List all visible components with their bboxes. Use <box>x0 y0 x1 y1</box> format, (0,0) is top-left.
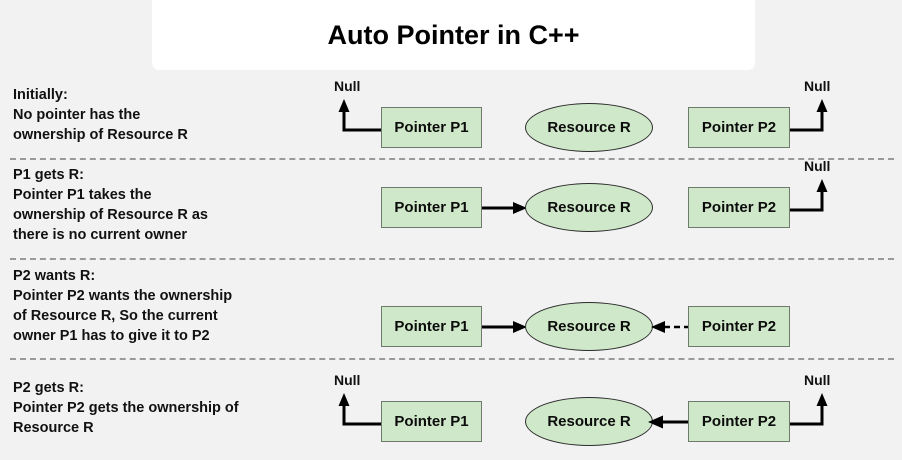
node-label-p2: Pointer P2 <box>701 199 777 216</box>
node-label-p1: Pointer P1 <box>394 199 469 216</box>
null-arrow-p1 <box>338 99 382 132</box>
step-row-p2-gets-r: P2 gets R: Pointer P2 gets the ownership… <box>0 362 902 460</box>
step-row-p2-wants-r: P2 wants R: Pointer P2 wants the ownersh… <box>0 262 902 358</box>
node-pointer-p1: Pointer P1 <box>381 107 482 148</box>
step-diagram-p2-wants-r: Pointer P1 Resource R Pointer P2 <box>320 262 902 358</box>
step-diagram-initially: Null Pointer P1 Resource R Pointer P2 Nu… <box>320 78 902 158</box>
step-description-p2-wants-r: P2 wants R: Pointer P2 wants the ownersh… <box>13 268 233 344</box>
row-separator-1 <box>10 158 894 160</box>
node-resource-r: Resource R <box>525 302 653 351</box>
node-pointer-p1: Pointer P1 <box>381 187 482 228</box>
title-banner: Auto Pointer in C++ <box>152 0 755 70</box>
node-label-resource: Resource R <box>547 199 631 216</box>
null-label-p2: Null <box>804 158 831 174</box>
node-label-resource: Resource R <box>547 413 631 430</box>
null-arrow-p2 <box>790 393 828 426</box>
page-title: Auto Pointer in C++ <box>327 19 580 50</box>
node-label-p1: Pointer P1 <box>394 413 469 430</box>
node-label-p1: Pointer P1 <box>394 119 469 136</box>
ownership-arrow-p1-to-resource <box>482 202 527 214</box>
null-arrow-p2 <box>790 99 828 132</box>
null-arrow-p2 <box>790 179 828 212</box>
null-arrow-p1 <box>338 393 382 426</box>
node-label-resource: Resource R <box>547 119 631 136</box>
node-pointer-p1: Pointer P1 <box>381 306 482 347</box>
ownership-arrow-p1-to-resource <box>482 321 527 333</box>
node-pointer-p2: Pointer P2 <box>688 401 790 442</box>
node-pointer-p2: Pointer P2 <box>688 187 790 228</box>
node-resource-r: Resource R <box>525 183 653 232</box>
step-description-p2-gets-r: P2 gets R: Pointer P2 gets the ownership… <box>13 380 239 436</box>
step-diagram-p1-gets-r: Pointer P1 Resource R Pointer P2 Null <box>320 158 902 256</box>
step-diagram-p2-gets-r: Null Pointer P1 Resource R Pointer P2 <box>320 362 902 460</box>
node-label-p2: Pointer P2 <box>701 318 777 335</box>
node-pointer-p2: Pointer P2 <box>688 306 790 347</box>
ownership-arrow-p2-to-resource <box>648 415 690 429</box>
step-row-p1-gets-r: P1 gets R: Pointer P1 takes the ownershi… <box>0 158 902 256</box>
null-label-p2: Null <box>804 78 831 94</box>
request-arrow-p2-to-resource <box>651 321 690 333</box>
row-separator-2 <box>10 258 894 260</box>
node-pointer-p1: Pointer P1 <box>381 401 482 442</box>
step-description-p1-gets-r: P1 gets R: Pointer P1 takes the ownershi… <box>13 167 208 243</box>
null-label-p1: Null <box>334 78 361 94</box>
node-pointer-p2: Pointer P2 <box>688 107 790 148</box>
node-label-p2: Pointer P2 <box>701 119 777 136</box>
node-resource-r: Resource R <box>525 103 653 152</box>
node-label-resource: Resource R <box>547 318 631 335</box>
row-separator-3 <box>10 358 894 360</box>
step-description-initially: Initially: No pointer has the ownership … <box>13 87 188 143</box>
step-row-initially: Initially: No pointer has the ownership … <box>0 78 902 158</box>
node-label-p2: Pointer P2 <box>701 413 777 430</box>
node-label-p1: Pointer P1 <box>394 318 469 335</box>
node-resource-r: Resource R <box>525 397 653 446</box>
null-label-p1: Null <box>334 372 361 388</box>
null-label-p2: Null <box>804 372 831 388</box>
